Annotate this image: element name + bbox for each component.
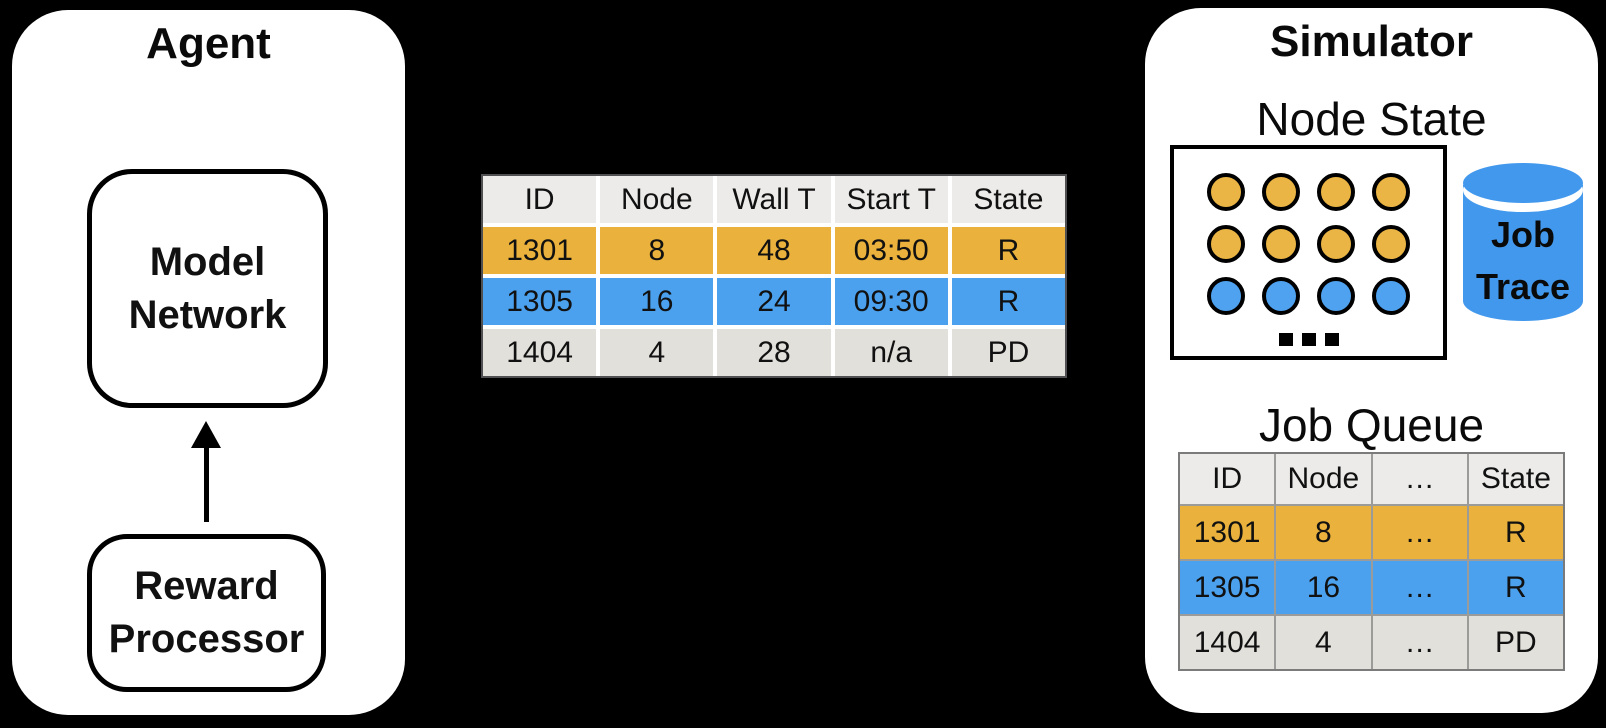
node-state-box xyxy=(1170,145,1447,360)
table-cell: 03:50 xyxy=(834,227,948,274)
table-cell: PD xyxy=(951,329,1066,376)
header-cell: Wall T xyxy=(717,176,831,223)
reward-processor-label-line1: Reward xyxy=(134,564,279,609)
header-cell: ID xyxy=(1180,454,1275,504)
table-cell: PD xyxy=(1468,616,1563,669)
node-circle-blue xyxy=(1317,277,1355,315)
table-cell: 1305 xyxy=(483,278,597,325)
node-circle-row xyxy=(1207,277,1410,315)
job-trace-label-line1: Job xyxy=(1490,214,1555,255)
reward-processor-label-line2: Processor xyxy=(108,617,305,661)
node-circle-orange xyxy=(1207,173,1245,211)
database-cylinder-icon xyxy=(1463,163,1583,321)
node-circle-orange xyxy=(1372,173,1410,211)
ellipsis-dot xyxy=(1301,333,1316,346)
node-state-label: Node State xyxy=(1256,93,1487,145)
table-cell: 1305 xyxy=(1180,561,1275,614)
table-cell: 1301 xyxy=(483,227,597,274)
table-cell: 8 xyxy=(1276,506,1371,559)
header-cell: State xyxy=(1468,454,1563,504)
header-cell: Node xyxy=(600,176,714,223)
job-trace-cylinder: Job Trace xyxy=(1463,163,1583,323)
table-cell: R xyxy=(1468,506,1563,559)
node-circle-blue xyxy=(1207,277,1245,315)
table-cell: R xyxy=(951,227,1066,274)
node-circle-orange xyxy=(1262,173,1300,211)
node-circle-orange xyxy=(1372,225,1410,263)
table-cell: 24 xyxy=(717,278,831,325)
agent-title: Agent xyxy=(146,19,271,68)
job-trace-label-line2: Trace xyxy=(1475,266,1571,308)
job-trace-label: Job Trace xyxy=(1463,209,1583,313)
node-circle-orange xyxy=(1317,225,1355,263)
table-cell: R xyxy=(951,278,1066,325)
node-circle-blue xyxy=(1262,277,1300,315)
table-cell: n/a xyxy=(834,329,948,376)
node-circle-orange xyxy=(1207,225,1245,263)
header-cell: … xyxy=(1372,454,1467,504)
node-circle-row xyxy=(1207,225,1410,263)
arrow-up-line xyxy=(203,445,209,522)
node-circle-orange xyxy=(1262,225,1300,263)
ellipsis-dot xyxy=(1324,333,1339,346)
model-network-label-line2: Network xyxy=(128,292,287,337)
table-cell: … xyxy=(1372,506,1467,559)
table-cell: … xyxy=(1372,616,1467,669)
table-cell: 16 xyxy=(1276,561,1371,614)
model-network-box: Model Network xyxy=(87,169,328,408)
table-cell: 4 xyxy=(1276,616,1371,669)
table-cell: … xyxy=(1372,561,1467,614)
table-cell: 4 xyxy=(600,329,714,376)
model-network-label-line1: Model xyxy=(149,239,266,284)
table-cell: 16 xyxy=(600,278,714,325)
node-circle-orange xyxy=(1317,173,1355,211)
node-circle-row xyxy=(1207,173,1410,211)
arrow-up-head xyxy=(191,421,221,448)
reward-processor-box: Reward Processor xyxy=(87,534,326,692)
simulator-panel: Simulator Node State Job Trace Job Queue… xyxy=(1145,8,1598,713)
node-circle-blue xyxy=(1372,277,1410,315)
header-cell: ID xyxy=(483,176,597,223)
header-cell: State xyxy=(951,176,1066,223)
table-cell: 1404 xyxy=(483,329,597,376)
agent-panel: Agent Model Network Reward Processor xyxy=(12,10,405,715)
table-cell: 28 xyxy=(717,329,831,376)
table-cell: R xyxy=(1468,561,1563,614)
job-queue-label: Job Queue xyxy=(1258,399,1485,451)
ellipsis-dots xyxy=(1278,333,1339,346)
simulator-title: Simulator xyxy=(1270,17,1473,66)
table-cell: 1301 xyxy=(1180,506,1275,559)
table-cell: 1404 xyxy=(1180,616,1275,669)
header-cell: Node xyxy=(1276,454,1371,504)
table-cell: 09:30 xyxy=(834,278,948,325)
header-cell: Start T xyxy=(834,176,948,223)
table-cell: 8 xyxy=(600,227,714,274)
table-cell: 48 xyxy=(717,227,831,274)
ellipsis-dot xyxy=(1278,333,1293,346)
